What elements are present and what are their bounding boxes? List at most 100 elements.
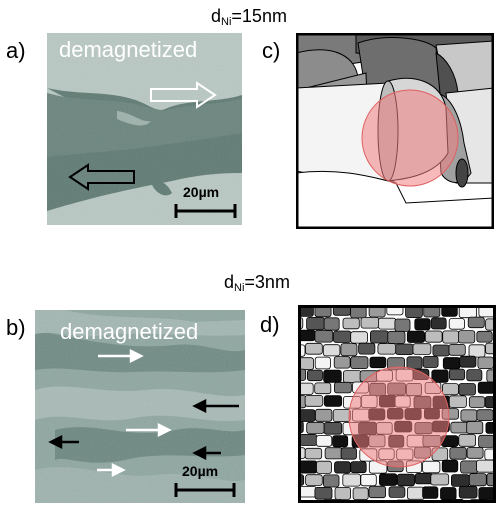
grain-cell xyxy=(478,434,495,448)
grain-cell xyxy=(298,460,318,474)
grain-cell xyxy=(369,356,387,369)
grain-cell xyxy=(449,446,467,460)
heading-top-rest: =15nm xyxy=(231,6,287,26)
panel-d-schematic xyxy=(298,305,496,503)
grain-cell xyxy=(476,409,494,421)
grain-cell xyxy=(441,383,459,396)
grain-cell xyxy=(394,318,411,332)
grain-cell xyxy=(388,486,406,498)
grain-cell xyxy=(441,459,459,473)
grain-cell xyxy=(323,317,340,331)
panel-b-micrograph: demagnetized 20µm xyxy=(35,310,245,503)
grain-cell xyxy=(406,356,423,370)
grain-cell xyxy=(322,344,341,357)
grain-cell xyxy=(323,422,343,435)
grain-cell xyxy=(304,447,323,460)
panel-a-image xyxy=(47,33,242,225)
panel-c-schematic xyxy=(296,33,494,229)
grain-cell xyxy=(332,409,351,423)
grain-cell xyxy=(342,473,361,487)
grain-cell xyxy=(342,317,360,330)
grain-cell xyxy=(379,473,398,486)
grain-cell xyxy=(333,330,352,343)
grain-cell xyxy=(314,408,333,422)
grain-cell xyxy=(412,343,432,355)
grain-cell xyxy=(333,356,351,369)
grain-cell xyxy=(460,460,479,474)
grain-cell xyxy=(414,318,431,331)
grain-cell xyxy=(422,356,439,368)
grain-cell xyxy=(334,381,352,394)
grain-cell xyxy=(477,356,494,370)
grain-cell xyxy=(298,382,314,395)
grain-cell xyxy=(422,460,441,474)
grain-cell xyxy=(442,330,460,344)
grain-cell xyxy=(323,369,342,383)
grain-cell xyxy=(448,318,465,330)
grain-cell xyxy=(304,395,324,407)
grain-cell xyxy=(448,395,467,408)
grain-cell xyxy=(450,421,470,434)
grain-cell xyxy=(340,343,358,357)
grain-cell xyxy=(314,382,332,395)
panel-d-label: d) xyxy=(260,312,280,337)
grain-cell xyxy=(360,473,377,487)
grain-cell xyxy=(352,487,369,501)
grain-cell xyxy=(350,461,367,474)
heading-top-base: d xyxy=(211,6,222,26)
grain-cell xyxy=(340,447,357,460)
grain-cell xyxy=(460,409,478,422)
grain-cell xyxy=(370,330,389,344)
grain-cell xyxy=(458,383,476,396)
grain-cell xyxy=(343,370,362,384)
grain-cell xyxy=(432,344,450,357)
grain-cell xyxy=(468,473,487,487)
grain-cell xyxy=(350,356,369,370)
panel-b-scale-label: 20µm xyxy=(182,463,219,479)
grain-cell xyxy=(323,395,343,407)
grain-cell xyxy=(466,421,484,435)
panel-c-label: c) xyxy=(262,38,281,63)
grain-cell xyxy=(431,369,449,383)
grain-cell xyxy=(467,316,485,329)
panel-a-overlay-text: demagnetized xyxy=(59,37,198,62)
heading-bottom-sub: Ni xyxy=(234,282,245,294)
panel-b-label: b) xyxy=(6,315,26,340)
heading-bottom: dNi=3nm xyxy=(224,272,290,294)
heading-bottom-rest: =3nm xyxy=(244,272,290,292)
highlight-circle xyxy=(348,366,450,468)
grain-cell xyxy=(298,433,318,446)
grain-cell xyxy=(476,459,495,473)
grain-cell xyxy=(424,330,443,343)
grain-cell xyxy=(368,485,387,499)
grain-cell xyxy=(378,317,397,330)
grain-cell xyxy=(306,316,325,331)
panel-b-image xyxy=(35,310,245,503)
grain-cell xyxy=(316,460,332,474)
panel-a-micrograph: demagnetized 20µm xyxy=(47,33,242,225)
grain-cell xyxy=(306,421,325,434)
grain-cell xyxy=(332,435,349,448)
grain-cell xyxy=(478,487,496,501)
grain-cell xyxy=(397,473,416,487)
grain-cell xyxy=(477,381,495,394)
grain-cell xyxy=(377,343,397,355)
grain-cell xyxy=(334,486,352,500)
grain-cell xyxy=(322,474,340,488)
grain-cell xyxy=(395,343,414,356)
grain-cell xyxy=(450,474,470,487)
heading-bottom-base: d xyxy=(224,272,235,292)
grain-cell xyxy=(466,446,484,459)
grain-cell xyxy=(468,396,486,408)
heading-top-sub: Ni xyxy=(221,16,232,28)
panel-b-overlay-text: demagnetized xyxy=(60,319,199,344)
grain-cell xyxy=(324,447,343,460)
grain-cell xyxy=(298,485,317,498)
panel-c-grain-diagram xyxy=(296,33,494,229)
heading-top: dNi=15nm xyxy=(211,6,287,28)
panel-d-grain-mosaic xyxy=(298,305,496,503)
grain-cell xyxy=(430,317,447,330)
mosaic-border xyxy=(298,305,496,503)
grain-cell xyxy=(314,486,333,500)
grain-cell xyxy=(459,355,477,368)
